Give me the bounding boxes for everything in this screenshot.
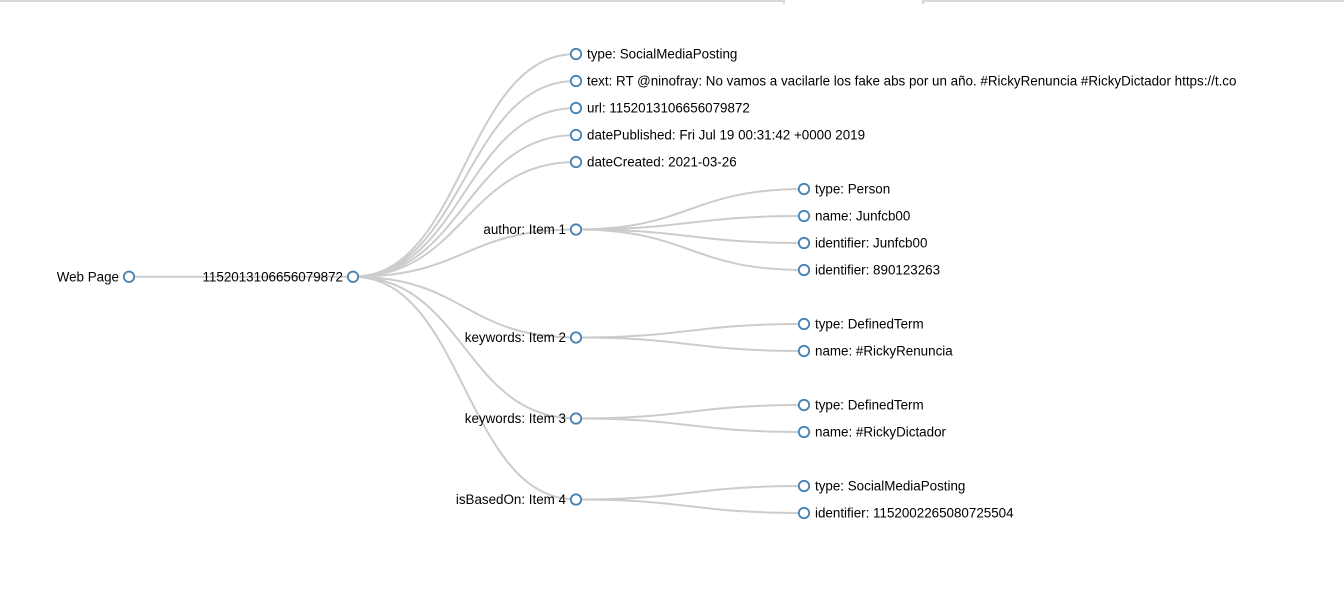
tree-node-label: author: Item 1	[483, 222, 566, 237]
tree-link	[575, 215, 805, 231]
tree-link	[575, 188, 805, 231]
tab-bar-edge-right	[922, 0, 1344, 4]
tree-node-label: isBasedOn: Item 4	[456, 492, 567, 507]
tree-link	[575, 498, 805, 514]
tree-node[interactable]	[797, 317, 811, 331]
tab-bar-edge-left	[0, 0, 785, 4]
tree-node[interactable]	[797, 506, 811, 520]
tree-link	[575, 323, 805, 339]
tree-node[interactable]	[569, 493, 583, 506]
tree-link	[352, 161, 577, 278]
tree-link	[352, 275, 577, 339]
tree-link	[575, 417, 805, 433]
tree-node-label: type: Person	[815, 182, 890, 197]
tree-node[interactable]	[797, 236, 811, 250]
tree-node-label: identifier: Junfcb00	[815, 236, 927, 251]
tree-node[interactable]	[569, 155, 583, 169]
tree-nodes-layer	[122, 47, 811, 520]
tree-node[interactable]	[569, 128, 583, 142]
tree-node-label: type: SocialMediaPosting	[815, 479, 965, 494]
tree-link	[352, 53, 577, 278]
tree-link	[352, 107, 577, 278]
tree-node[interactable]	[797, 182, 811, 196]
tree-node-label: identifier: 1152002265080725504	[815, 506, 1014, 521]
tree-node[interactable]	[122, 270, 136, 283]
tree-link	[352, 228, 577, 278]
tree-link	[575, 404, 805, 420]
tree-link	[352, 275, 577, 420]
tree-node[interactable]	[797, 479, 811, 493]
tree-node[interactable]	[569, 101, 583, 115]
tree-link	[352, 80, 577, 278]
tree-node-label: name: Junfcb00	[815, 209, 910, 224]
tree-node-label: keywords: Item 3	[465, 411, 566, 426]
tree-node-label: name: #RickyDictador	[815, 425, 947, 440]
tree-node-label: type: SocialMediaPosting	[587, 47, 737, 62]
tree-node[interactable]	[797, 398, 811, 412]
tree-link	[352, 275, 577, 501]
tree-node-label: identifier: 890123263	[815, 263, 940, 278]
tree-link	[575, 485, 805, 501]
tree-node-label: dateCreated: 2021-03-26	[587, 155, 737, 170]
tree-node-label: url: 1152013106656079872	[587, 101, 750, 116]
tree-node-label: name: #RickyRenuncia	[815, 344, 953, 359]
tree-link	[575, 228, 805, 271]
tree-node[interactable]	[569, 331, 583, 344]
tree-node-label: type: DefinedTerm	[815, 398, 924, 413]
tree-node[interactable]	[569, 47, 583, 61]
tree-node[interactable]	[569, 74, 583, 88]
tree-node-label: type: DefinedTerm	[815, 317, 924, 332]
tree-node-label: text: RT @ninofray: No vamos a vacilarle…	[587, 74, 1236, 89]
tree-node[interactable]	[797, 209, 811, 223]
tree-link	[575, 228, 805, 244]
tree-node[interactable]	[346, 270, 360, 283]
tree-node[interactable]	[569, 223, 583, 236]
tree-link	[575, 336, 805, 352]
tree-node[interactable]	[569, 412, 583, 425]
tree-node[interactable]	[797, 425, 811, 439]
tree-links-layer	[129, 53, 805, 514]
tree-node-label: keywords: Item 2	[465, 330, 566, 345]
tree-labels-layer: Web Page 1152013106656079872 type: SocialM…	[57, 47, 1237, 521]
tree-link	[352, 134, 577, 278]
tree-node[interactable]	[797, 344, 811, 358]
tree-node-label: Web Page	[57, 269, 119, 284]
tree-node-label: 1152013106656079872	[202, 269, 343, 284]
tree-node[interactable]	[797, 263, 811, 277]
tree-node-label: datePublished: Fri Jul 19 00:31:42 +0000…	[587, 128, 865, 143]
